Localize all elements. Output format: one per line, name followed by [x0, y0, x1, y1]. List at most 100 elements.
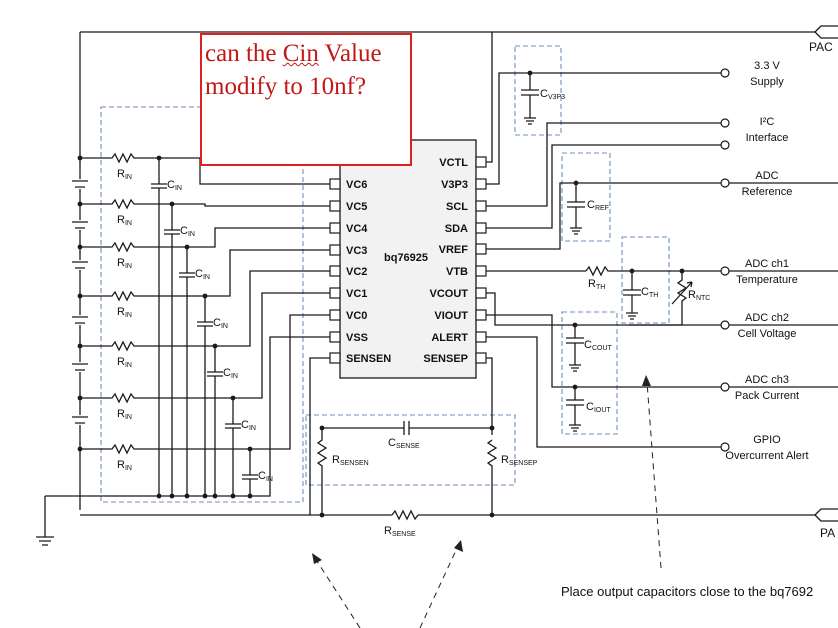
vc-route-2	[187, 227, 330, 248]
output-terminal-3	[720, 266, 730, 276]
output-label-1-5: ADC ch3	[745, 374, 789, 386]
output-label-1-1: I²C	[760, 116, 775, 128]
pin-label-vc5: VC5	[346, 201, 367, 213]
r-in-label-2: RIN	[117, 257, 132, 270]
c-th-label: CTH	[641, 286, 658, 299]
comment-line-1: can the Cin Value	[205, 37, 410, 70]
pin-label-viout: VIOUT	[434, 310, 468, 322]
cell-symbol-5	[72, 363, 88, 371]
output-terminal-1	[720, 118, 730, 128]
vc-route-3	[205, 249, 330, 297]
r-th-symbol	[585, 265, 722, 277]
pin-viout	[475, 309, 487, 321]
c-in-label-sub-5: IN	[249, 425, 256, 432]
arrow-head-left	[312, 553, 322, 564]
pack-negative-terminal	[814, 508, 838, 522]
c-in-label-3: CIN	[213, 317, 228, 330]
c-iout-symbol	[566, 387, 584, 432]
c-in-label-5: CIN	[241, 419, 256, 432]
r-in-label-4: RIN	[117, 356, 132, 369]
vcout-wire	[486, 292, 722, 326]
pin-sensep	[475, 352, 487, 364]
pin-vctl	[475, 156, 487, 168]
vctl-wire	[486, 32, 493, 163]
output-cap-group-outline	[561, 311, 618, 435]
output-label-2-0: Supply	[750, 76, 784, 88]
c-in-label-main-5: C	[241, 419, 249, 431]
pin-label-vc1: VC1	[346, 288, 367, 300]
r-ntc-symbol	[676, 271, 688, 325]
cell-symbol-4	[72, 316, 88, 324]
sda-wire	[486, 144, 722, 229]
pin-v3p3	[475, 178, 487, 190]
c-in-5	[225, 423, 241, 429]
vc-route-5	[233, 292, 330, 399]
c-in-label-main-4: C	[223, 367, 231, 379]
cell-gap-4	[72, 315, 88, 325]
placement-note: Place output capacitors close to the bq7…	[561, 584, 813, 599]
cell-gap-1	[72, 179, 88, 189]
vref-wire	[486, 182, 722, 250]
output-label-1-6: GPIO	[753, 434, 781, 446]
pin-vss	[329, 331, 341, 343]
r-in-label-5: RIN	[117, 408, 132, 421]
r-in-label-main-1: R	[117, 214, 125, 226]
c-in-label-sub-0: IN	[175, 185, 182, 192]
r-in-label-sub-4: IN	[125, 362, 132, 369]
r-in-label-sub-2: IN	[125, 263, 132, 270]
r-in-label-main-5: R	[117, 408, 125, 420]
ground-symbol-left	[36, 496, 54, 546]
pin-label-vref: VREF	[439, 244, 469, 256]
c-in-label-sub-3: IN	[221, 323, 228, 330]
pin-label-scl: SCL	[446, 201, 468, 213]
pin-label-vc3: VC3	[346, 245, 367, 257]
sensep-rail-node	[489, 512, 495, 518]
pin-label-sensep: SENSEP	[423, 353, 468, 365]
pin-vc6	[329, 178, 341, 190]
r-sense-symbol	[391, 509, 419, 521]
pack-negative-label: PA	[820, 526, 835, 540]
c-iout-label: CIOUT	[586, 401, 611, 414]
ref-cap-group-outline	[561, 152, 611, 242]
output-terminal-5	[720, 382, 730, 392]
c-in-label-sub-2: IN	[203, 274, 210, 281]
pin-label-vc6: VC6	[346, 179, 367, 191]
r-in-2	[80, 241, 187, 253]
chip-body	[339, 139, 477, 379]
r-in-label-main-4: R	[117, 356, 125, 368]
c-v3p3-label: CV3P3	[540, 88, 565, 101]
r-sensep-label: RSENSEP	[501, 454, 538, 467]
output-terminal-i2c-2	[720, 140, 730, 150]
c-in-label-4: CIN	[223, 367, 238, 380]
pin-label-sensen: SENSEN	[346, 353, 391, 365]
r-in-4	[80, 340, 215, 352]
r-in-label-sub-6: IN	[125, 465, 132, 472]
c-in-label-6: CIN	[258, 470, 273, 483]
comment-line-1-end: Value	[318, 40, 382, 67]
cell-gap-5	[72, 362, 88, 372]
pin-scl	[475, 200, 487, 212]
pin-vc5	[329, 200, 341, 212]
pin-vtb	[475, 265, 487, 277]
pin-label-vcout: VCOUT	[430, 288, 469, 300]
v3p3-wire	[486, 72, 722, 185]
pin-label-sda: SDA	[445, 223, 468, 235]
c-in-label-main-1: C	[180, 225, 188, 237]
r-in-label-main-2: R	[117, 257, 125, 269]
r-in-label-sub-0: IN	[125, 174, 132, 181]
comment-highlighted-word: Cin	[282, 40, 319, 67]
cell-symbol-1	[72, 180, 88, 188]
r-in-label-1: RIN	[117, 214, 132, 227]
sense-filter-group-outline	[305, 414, 516, 486]
arrow-line-note	[646, 381, 662, 569]
cell-symbol-3	[72, 261, 88, 269]
c-in-label-main-6: C	[258, 470, 266, 482]
r-th-label: RTH	[588, 278, 605, 291]
pin-vref	[475, 243, 487, 255]
c-cout-label: CCOUT	[584, 339, 613, 352]
c-in-0	[151, 183, 167, 189]
output-label-1-4: ADC ch2	[745, 312, 789, 324]
pin-vc4	[329, 222, 341, 234]
r-in-label-6: RIN	[117, 459, 132, 472]
